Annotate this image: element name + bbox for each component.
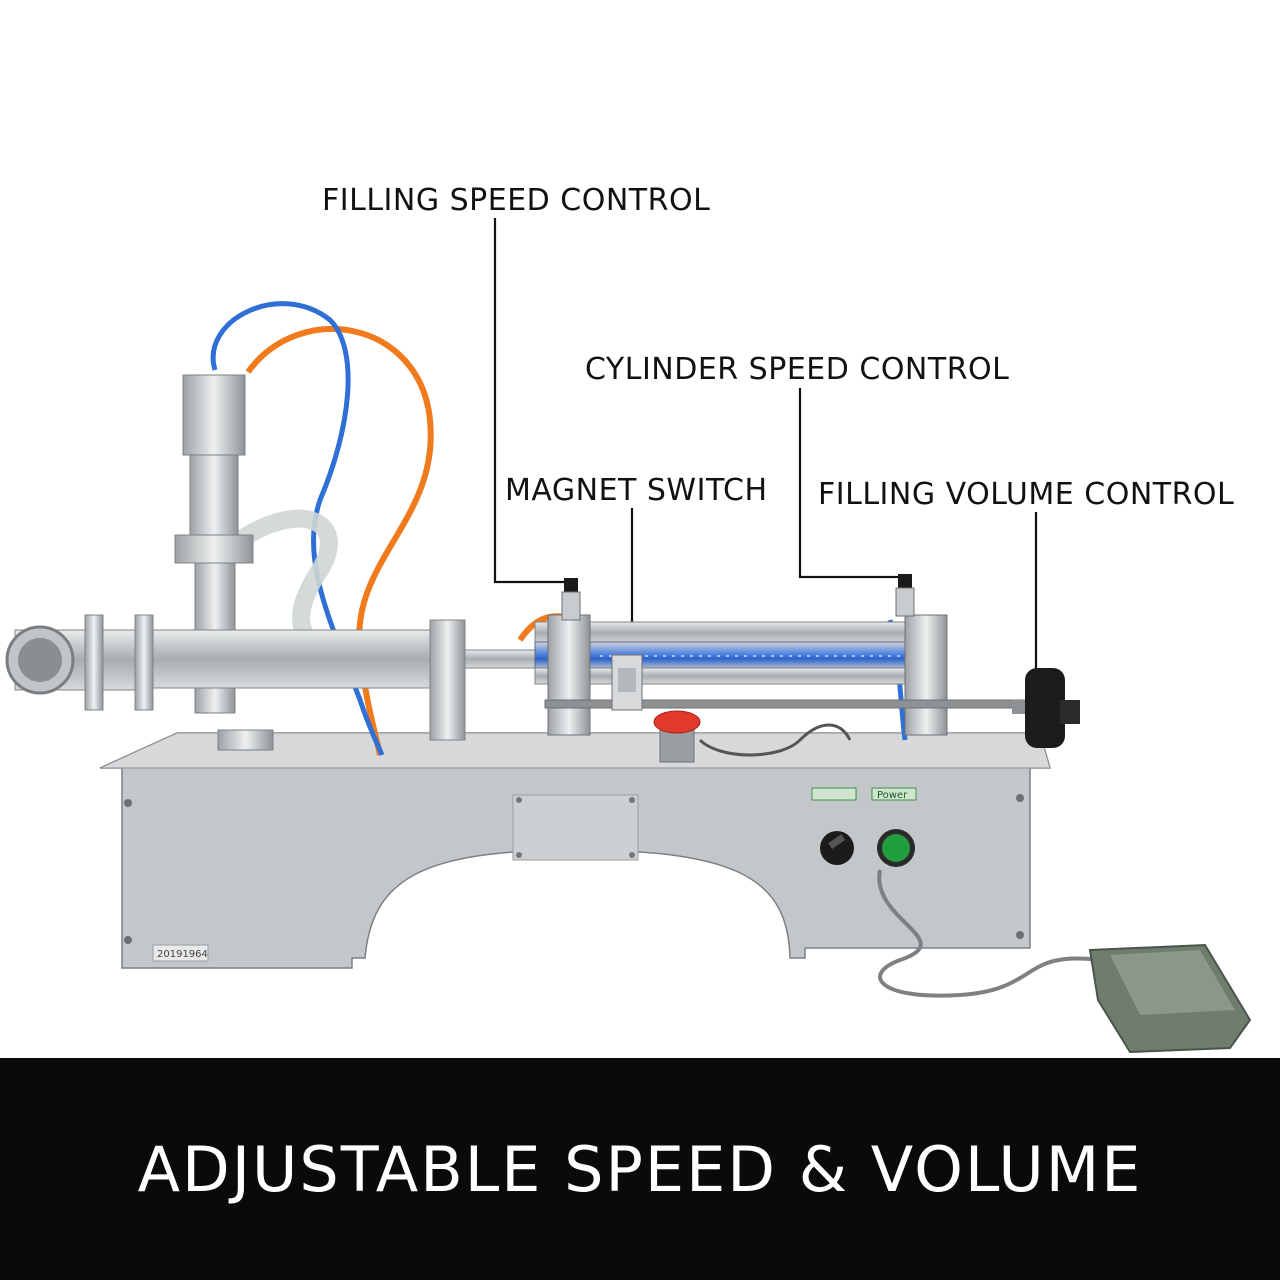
- blue-air-tube: [210, 301, 385, 756]
- pump-cylinder: [5, 614, 536, 741]
- air-cylinder: [534, 614, 1036, 736]
- cylinder-speed-valve[interactable]: [895, 574, 915, 617]
- callout-cylinder-speed-control: CYLINDER SPEED CONTROL: [585, 352, 1010, 387]
- mode-label: [811, 787, 857, 801]
- valve-assembly: [174, 374, 274, 751]
- volume-handwheel[interactable]: [1012, 668, 1080, 748]
- banner-caption: ADJUSTABLE SPEED & VOLUME: [137, 1132, 1143, 1206]
- power-label-text: Power: [877, 790, 908, 801]
- pedal-cable: [877, 869, 1101, 998]
- callout-filling-speed-control: FILLING SPEED CONTROL: [322, 183, 711, 218]
- foot-pedal[interactable]: [1088, 943, 1252, 1054]
- magnet-switch[interactable]: [611, 654, 643, 711]
- callout-filling-volume-control: FILLING VOLUME CONTROL: [818, 477, 1235, 512]
- mode-selector-knob[interactable]: [820, 831, 854, 865]
- filling-machine-illustration: 20191964 Power: [5, 218, 1252, 1054]
- callout-magnet-switch: MAGNET SWITCH: [505, 473, 768, 508]
- leader-line-filling-speed: [493, 218, 570, 584]
- leader-line-cylinder-speed: [798, 388, 900, 579]
- orange-air-tube: [245, 326, 434, 756]
- power-label: [871, 787, 917, 801]
- serial-number: 20191964: [157, 949, 208, 960]
- filling-speed-valve[interactable]: [561, 578, 581, 621]
- suction-hose: [235, 509, 338, 658]
- caption-banner: ADJUSTABLE SPEED & VOLUME: [0, 1058, 1280, 1280]
- serial-label: [152, 944, 209, 962]
- emergency-stop-button[interactable]: [653, 710, 701, 763]
